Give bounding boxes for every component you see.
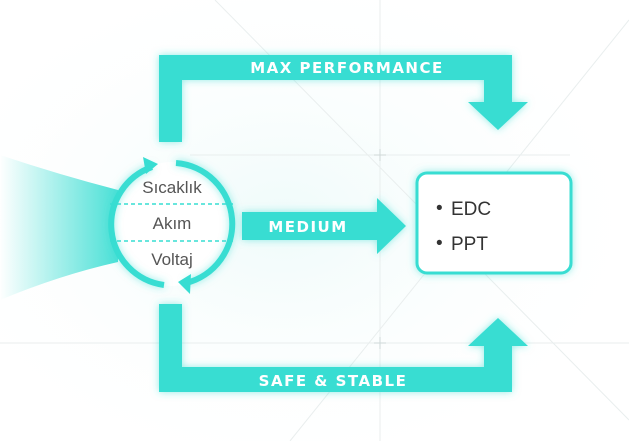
medium-label: MEDIUM <box>268 218 347 236</box>
cycle-item-temperature: Sıcaklık <box>142 178 202 197</box>
max-performance-arrow: MAX PERFORMANCE <box>159 55 528 142</box>
output-item-edc: EDC <box>451 199 491 220</box>
output-item-ppt: PPT <box>451 234 488 255</box>
output-box: • EDC • PPT <box>415 171 573 275</box>
safe-stable-label: SAFE & STABLE <box>259 372 408 390</box>
input-fan <box>0 155 118 300</box>
output-box-frame <box>415 171 573 275</box>
cycle-fill <box>110 162 234 286</box>
bullet-icon: • <box>436 198 443 219</box>
cycle-arrowhead-top <box>143 157 158 174</box>
cycle-item-voltage: Voltaj <box>151 250 193 269</box>
cycle-item-current: Akım <box>153 214 192 233</box>
medium-arrow: MEDIUM <box>242 198 406 254</box>
max-performance-label: MAX PERFORMANCE <box>250 59 444 77</box>
cycle-arc-left <box>108 164 165 288</box>
crosshair-marks <box>374 149 386 349</box>
cycle-diagram: Sıcaklık Akım Voltaj <box>108 157 236 294</box>
cycle-arrowhead-bottom <box>178 274 191 294</box>
cycle-arc-right <box>175 160 236 286</box>
bullet-icon: • <box>436 233 443 254</box>
safe-stable-arrow: SAFE & STABLE <box>159 304 528 392</box>
